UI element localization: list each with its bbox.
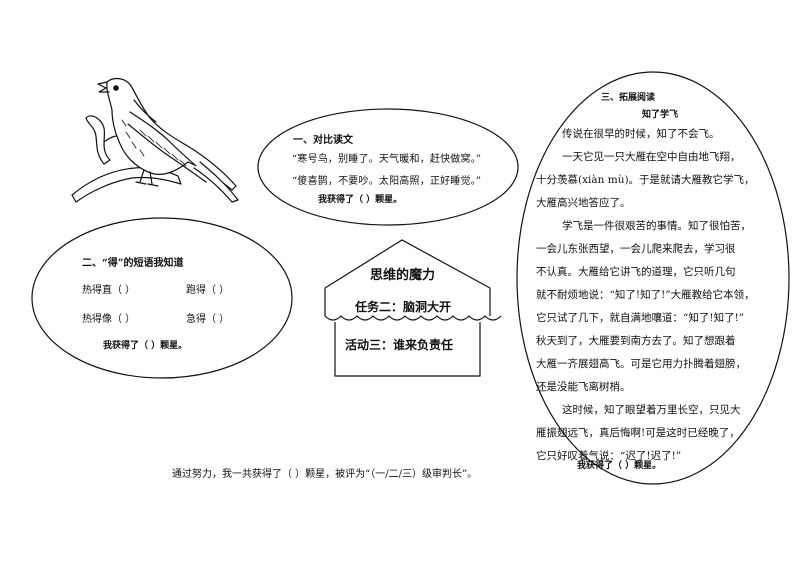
house-walls — [334, 322, 481, 377]
phrase-item[interactable]: 热得直（ ） — [82, 285, 136, 296]
section2-title: 二、“得”的短语我知道 — [82, 258, 184, 269]
story-line: 一会儿东张西望，一会儿爬来爬去，学习很 — [536, 243, 736, 255]
section1-line: “寒号鸟，别睡了。天气暖和，赶快做窝。” — [292, 154, 482, 165]
house-task: 任务二：脑洞大开 — [355, 300, 452, 314]
story-line: 就不耐烦地说：“知了!知了!”大雁教给它本领， — [536, 289, 755, 301]
section1-score: 我获得了（ ）颗星。 — [318, 195, 403, 205]
story-line: 不认真。大雁给它讲飞的道理，它只听几句 — [536, 266, 736, 278]
story-line: 传说在很早的时候，知了不会飞。 — [562, 128, 720, 140]
story-line: 十分羡慕(xiàn mù)。于是就请大雁教它学飞， — [536, 174, 755, 186]
section1-title: 一、对比读文 — [293, 135, 353, 146]
footer-summary: 通过努力，我一共获得了（ ）颗星，被评为“（一/二/三）级审判长”。 — [172, 469, 478, 480]
section1-ellipse — [257, 108, 519, 226]
phrase-item[interactable]: 跑得（ ） — [186, 285, 230, 296]
house-title: 思维的魔力 — [370, 268, 436, 283]
story-line: 秋天到了，大雁要到南方去了。知了想跟着 — [536, 335, 736, 347]
story-line: 一天它见一只大雁在空中自由地飞翔， — [562, 151, 741, 163]
story-line: 它只试了几下，就自满地嚷道：“知了!知了!” — [536, 312, 745, 324]
phrase-item[interactable]: 急得（ ） — [186, 314, 230, 325]
house-roof — [324, 239, 491, 289]
story-line: 雁振翅远飞，真后悔啊!可是这时已经晚了， — [536, 427, 740, 439]
story-line: 它只好叹着气说：“迟了!迟了!” — [536, 450, 682, 462]
story-line: 这时候，知了眼望着万里长空，只见大 — [562, 404, 741, 416]
house-activity: 活动三：谁来负责任 — [345, 338, 454, 352]
section3-score: 我获得了（ ）颗星。 — [577, 461, 662, 471]
section3-title: 三、拓展阅读 — [601, 93, 656, 103]
section2-score: 我获得了（ ）颗星。 — [103, 341, 188, 351]
story-line: 还是没能飞离树梢。 — [536, 381, 631, 393]
section3-ellipse — [516, 71, 790, 485]
story-line: 大雁高兴地答应了。 — [536, 197, 631, 209]
section2-ellipse — [31, 217, 293, 379]
section3-subtitle: 知了学飞 — [642, 110, 679, 120]
phrase-item[interactable]: 热得像（ ） — [82, 314, 136, 325]
story-line: 大雁一齐展翅高飞。可是它用力扑腾着翅膀， — [536, 358, 746, 370]
story-line: 学飞是一件很艰苦的事情。知了很怕苦， — [562, 220, 751, 232]
section1-line: “傻喜鹊，不要吵。太阳高照，正好睡觉。” — [292, 176, 482, 187]
